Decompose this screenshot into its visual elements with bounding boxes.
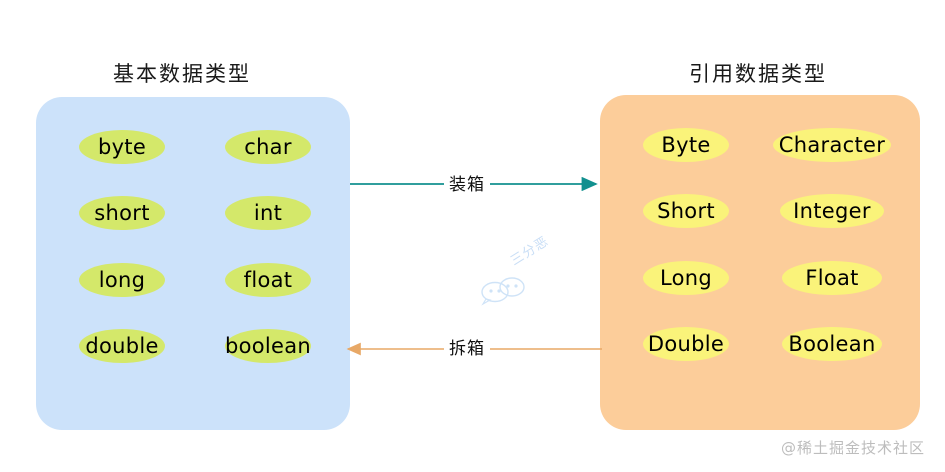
- type-pill-ellipse: [643, 194, 729, 228]
- type-pill-label: char: [244, 135, 292, 159]
- type-pill-label: Integer: [793, 199, 871, 223]
- type-pill-ellipse: [782, 327, 882, 361]
- type-pill-label: Long: [659, 266, 713, 290]
- type-pill-ellipse: [225, 263, 311, 297]
- primitive-type-item: boolean: [204, 326, 332, 366]
- type-pill-ellipse: [782, 261, 882, 295]
- type-pill-ellipse: [79, 263, 165, 297]
- primitive-types-grid: byte char short int long float double boolean: [36, 97, 350, 430]
- primitive-type-item: long: [58, 260, 186, 300]
- type-pill-label: int: [253, 201, 283, 225]
- boxing-arrow-label: 装箱: [444, 170, 490, 195]
- type-pill-ellipse: [643, 128, 729, 162]
- primitive-type-item: short: [58, 193, 186, 233]
- type-pill-label: Boolean: [788, 332, 876, 356]
- type-pill-ellipse: [79, 130, 165, 164]
- primitive-type-item: int: [204, 193, 332, 233]
- type-pill-label: double: [85, 334, 159, 358]
- wrapper-type-item: Double: [622, 324, 750, 364]
- primitive-types-panel: byte char short int long float double boolean: [36, 97, 350, 430]
- type-pill-label: Short: [657, 199, 715, 223]
- center-watermark: 三分恶: [478, 234, 588, 306]
- type-pill-ellipse: [225, 130, 311, 164]
- brand-watermark: @稀土掘金技术社区: [780, 439, 925, 457]
- wrapper-type-item: Integer: [768, 191, 896, 231]
- type-pill-label: short: [94, 201, 150, 225]
- type-pill-label: Double: [647, 332, 725, 356]
- primitive-type-item: char: [204, 127, 332, 167]
- type-pill-ellipse: [79, 196, 165, 230]
- wrapper-type-item: Byte: [622, 125, 750, 165]
- primitive-type-item: float: [204, 260, 332, 300]
- wrapper-type-item: Character: [768, 125, 896, 165]
- wrapper-type-item: Boolean: [768, 324, 896, 364]
- type-pill-ellipse: [225, 329, 311, 363]
- wrapper-type-item: Short: [622, 191, 750, 231]
- type-pill-ellipse: [643, 261, 729, 295]
- type-pill-label: long: [98, 268, 146, 292]
- type-pill-label: boolean: [224, 334, 312, 358]
- primitive-panel-title: 基本数据类型: [113, 62, 251, 86]
- wrapper-type-item: Long: [622, 258, 750, 298]
- type-pill-label: float: [243, 268, 293, 292]
- type-pill-ellipse: [643, 327, 729, 361]
- center-watermark-text: 三分恶: [508, 234, 552, 269]
- wrapper-type-item: Float: [768, 258, 896, 298]
- primitive-type-item: byte: [58, 127, 186, 167]
- type-pill-ellipse: [773, 128, 891, 162]
- type-pill-label: Float: [805, 266, 859, 290]
- unboxing-arrow-label: 拆箱: [444, 334, 490, 359]
- type-pill-ellipse: [780, 194, 884, 228]
- type-pill-label: byte: [97, 135, 147, 159]
- type-pill-label: Byte: [661, 133, 711, 157]
- chat-bubbles-icon: [481, 277, 525, 306]
- wrapper-panel-title: 引用数据类型: [689, 62, 827, 86]
- type-pill-ellipse: [79, 329, 165, 363]
- primitive-type-item: double: [58, 326, 186, 366]
- type-pill-label: Character: [778, 133, 886, 157]
- type-pill-ellipse: [225, 196, 311, 230]
